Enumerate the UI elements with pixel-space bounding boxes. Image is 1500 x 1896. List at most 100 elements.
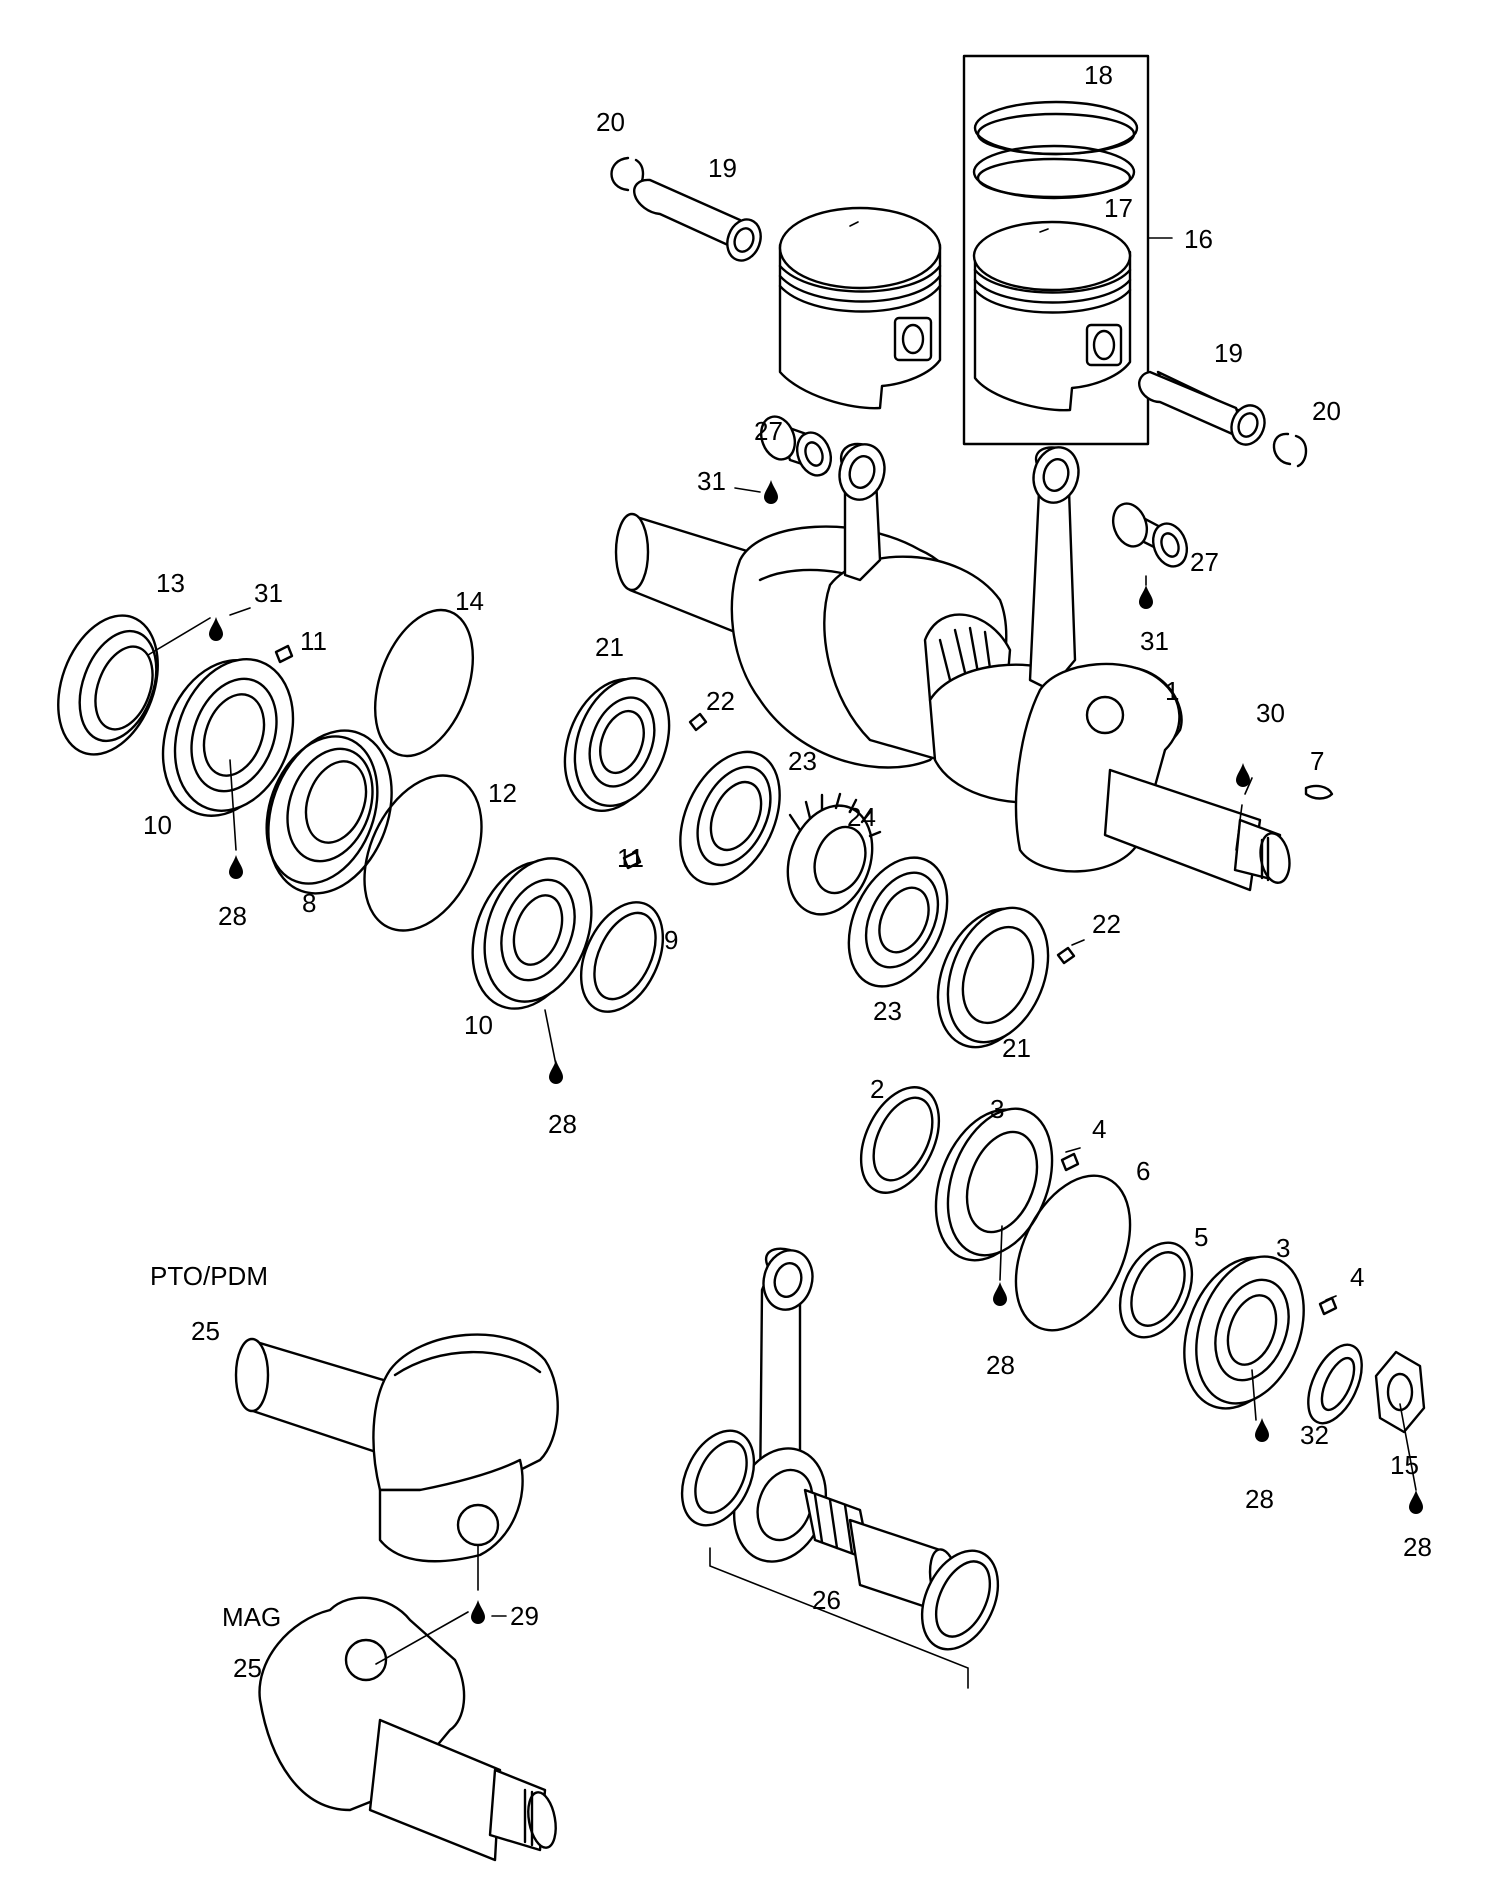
callout-19-left: 19 bbox=[708, 153, 737, 183]
nut-15 bbox=[1374, 1350, 1426, 1434]
oil-drop-icon bbox=[1236, 763, 1250, 787]
bearing-3-lower bbox=[1183, 1255, 1305, 1410]
piston-pin-left bbox=[633, 178, 762, 262]
woodruff-key bbox=[1304, 784, 1334, 800]
callout-14: 14 bbox=[455, 586, 484, 616]
callout-11-top: 11 bbox=[300, 626, 327, 656]
callout-21-top: 21 bbox=[595, 632, 624, 662]
callout-25-pto: 25 bbox=[191, 1316, 220, 1346]
oil-drop-icon bbox=[1255, 1418, 1269, 1442]
callout-2: 2 bbox=[870, 1074, 884, 1104]
dowel-22-top bbox=[688, 712, 708, 732]
piston-pin-right bbox=[1138, 370, 1266, 446]
callout-15: 15 bbox=[1390, 1450, 1419, 1480]
callout-20-right: 20 bbox=[1312, 396, 1341, 426]
oil-drop-icon bbox=[209, 617, 223, 641]
oil-drop-icon bbox=[471, 1600, 485, 1624]
callout-3-lower: 3 bbox=[1276, 1233, 1290, 1263]
callout-28-bearing-10-lower: 28 bbox=[548, 1109, 577, 1139]
callout-23-top: 23 bbox=[788, 746, 817, 776]
bearing-10-top bbox=[161, 658, 295, 817]
o-ring-14 bbox=[373, 608, 475, 758]
callout-9: 9 bbox=[664, 925, 678, 955]
callout-31-top: 31 bbox=[697, 466, 726, 496]
needle-bearing-right bbox=[1111, 502, 1189, 568]
seal-23-upper bbox=[679, 750, 781, 886]
callout-28-bearing-3-lower: 28 bbox=[1245, 1484, 1274, 1514]
shim-5 bbox=[1118, 1241, 1194, 1339]
dowel-11-lower bbox=[622, 850, 642, 870]
callouts: 1 2 3 3 4 4 5 6 7 8 9 10 10 11 11 12 13 … bbox=[143, 60, 1432, 1683]
callout-19-right: 19 bbox=[1214, 338, 1243, 368]
callout-3-top: 3 bbox=[990, 1094, 1004, 1124]
callout-10-top: 10 bbox=[143, 810, 172, 840]
leader-lines bbox=[147, 487, 1417, 1665]
o-ring-6 bbox=[1014, 1174, 1132, 1332]
seal-23-lower bbox=[847, 856, 949, 988]
circlip-right bbox=[1272, 432, 1308, 468]
needle-bearing-top bbox=[759, 415, 833, 477]
callout-5: 5 bbox=[1194, 1222, 1208, 1252]
callout-28-nut: 28 bbox=[1403, 1532, 1432, 1562]
bearing-3-top bbox=[934, 1107, 1054, 1262]
callout-12: 12 bbox=[488, 778, 517, 808]
ring-lower-inner bbox=[976, 157, 1132, 199]
ring-top-inner bbox=[976, 112, 1136, 156]
oil-drop-icon bbox=[229, 855, 243, 879]
callout-21-lower: 21 bbox=[1002, 1033, 1031, 1063]
shim-9 bbox=[579, 901, 665, 1013]
piston-rings bbox=[972, 100, 1139, 200]
callout-4-lower: 4 bbox=[1350, 1262, 1364, 1292]
callout-22-lower: 22 bbox=[1092, 909, 1121, 939]
callout-30: 30 bbox=[1256, 698, 1285, 728]
oil-drop-icon bbox=[1139, 585, 1153, 609]
callout-32: 32 bbox=[1300, 1420, 1329, 1450]
callout-25-mag: 25 bbox=[233, 1653, 262, 1683]
callout-10-lower: 10 bbox=[464, 1010, 493, 1040]
o-ring-12 bbox=[363, 774, 483, 932]
callout-11-lower: 11 bbox=[617, 843, 644, 873]
dowel-4-top bbox=[1060, 1152, 1080, 1172]
callout-27-top: 27 bbox=[754, 416, 783, 446]
crank-half-pto bbox=[234, 1333, 559, 1563]
bearing-21-top bbox=[563, 676, 671, 813]
callout-31-left: 31 bbox=[254, 578, 283, 608]
oil-drop-icon bbox=[993, 1282, 1007, 1306]
callout-16: 16 bbox=[1184, 224, 1213, 254]
callout-7: 7 bbox=[1310, 746, 1324, 776]
callout-29: 29 bbox=[510, 1601, 539, 1631]
oil-drop-icon bbox=[1409, 1490, 1423, 1514]
callout-20-left: 20 bbox=[596, 107, 625, 137]
oil-seal-13 bbox=[57, 614, 159, 756]
bearing-21-lower bbox=[936, 906, 1050, 1049]
conrod-kit-26 bbox=[680, 1247, 1000, 1689]
gear-24 bbox=[786, 792, 882, 916]
callout-28-bearing-10-top: 28 bbox=[218, 901, 247, 931]
bearing-10-lower bbox=[471, 857, 593, 1010]
shim-2 bbox=[859, 1086, 941, 1194]
dowel-4-lower bbox=[1318, 1296, 1338, 1316]
kit-frame bbox=[962, 54, 1150, 446]
dowel-22-lower bbox=[1056, 946, 1076, 965]
callout-22-top: 22 bbox=[706, 686, 735, 716]
callout-18: 18 bbox=[1084, 60, 1113, 90]
lock-washer-32 bbox=[1307, 1343, 1363, 1425]
callout-8: 8 bbox=[302, 888, 316, 918]
caption-mag: MAG bbox=[222, 1602, 281, 1632]
piston-left bbox=[778, 206, 942, 410]
callout-17: 17 bbox=[1104, 193, 1133, 223]
caption-pto: PTO/PDM bbox=[150, 1261, 268, 1291]
callout-4-top: 4 bbox=[1092, 1114, 1106, 1144]
dowel-11-top bbox=[274, 644, 294, 664]
callout-27-right: 27 bbox=[1190, 547, 1219, 577]
crankshaft-assembly bbox=[614, 442, 1291, 892]
callout-13: 13 bbox=[156, 568, 185, 598]
piston-kit-box bbox=[962, 54, 1173, 446]
callout-6: 6 bbox=[1136, 1156, 1150, 1186]
callout-23-lower: 23 bbox=[873, 996, 902, 1026]
piston-kit bbox=[972, 220, 1132, 412]
callout-31-right: 31 bbox=[1140, 626, 1169, 656]
callout-28-bearing-3-top: 28 bbox=[986, 1350, 1015, 1380]
